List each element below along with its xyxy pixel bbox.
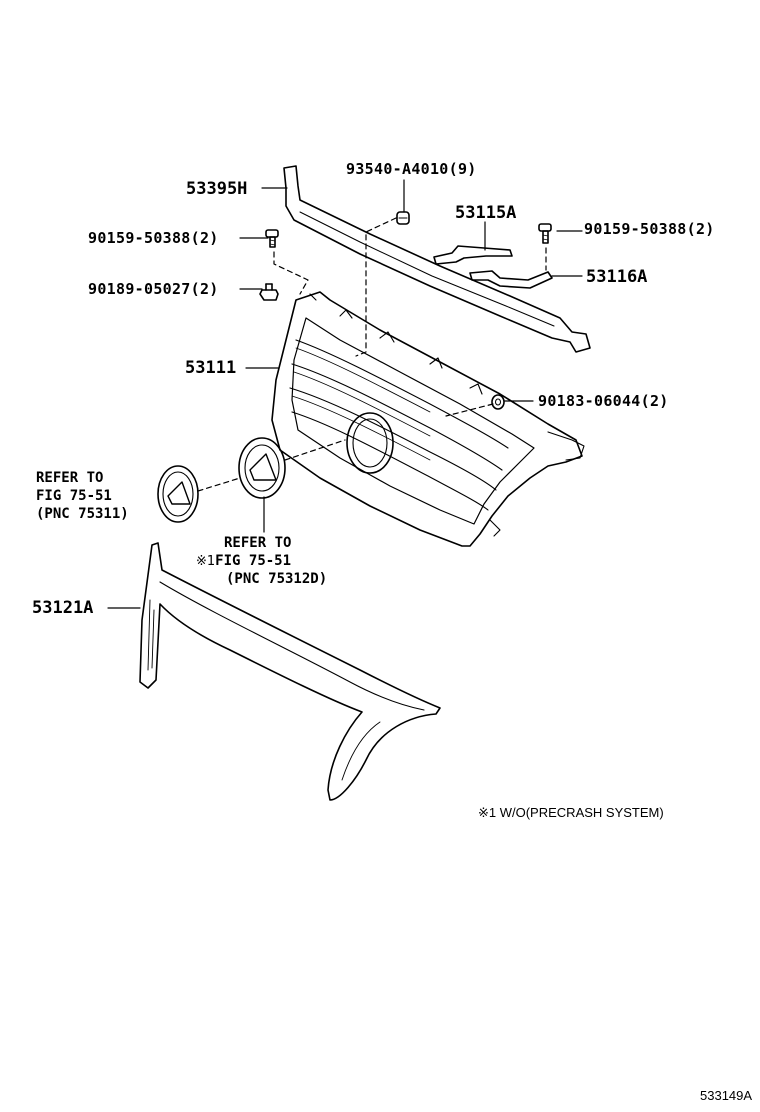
label-53115a: 53115A bbox=[455, 203, 517, 223]
nut-90183 bbox=[491, 394, 505, 410]
label-53121a: 53121A bbox=[32, 598, 94, 618]
seal-strip-53395h bbox=[283, 165, 591, 353]
molding-53121a bbox=[139, 542, 441, 801]
footnote-precrash: ※1 W/O(PRECRASH SYSTEM) bbox=[478, 805, 664, 820]
emblem-right bbox=[238, 437, 286, 499]
refer-right-line1: REFER TO bbox=[224, 535, 292, 551]
screw-90159-left bbox=[265, 229, 279, 248]
bracket-53116a bbox=[469, 270, 553, 289]
leader-lines bbox=[107, 179, 583, 609]
label-90159-right: 90159-50388(2) bbox=[584, 220, 715, 238]
refer-right-line3: (PNC 75312D) bbox=[226, 571, 328, 587]
dashed-assembly-lines bbox=[197, 217, 547, 492]
diagram-id: 533149A bbox=[700, 1088, 753, 1103]
label-90189: 90189-05027(2) bbox=[88, 280, 219, 298]
refer-left-line1: REFER TO bbox=[36, 470, 104, 486]
refer-left-line2: FIG 75-51 bbox=[36, 488, 112, 504]
label-53395h: 53395H bbox=[186, 179, 248, 199]
refer-left-line3: (PNC 75311) bbox=[36, 506, 129, 522]
screw-90159-right bbox=[538, 223, 552, 244]
refer-right-mark: ※1 bbox=[196, 554, 216, 569]
label-93540: 93540-A4010(9) bbox=[346, 160, 477, 178]
label-90159-left: 90159-50388(2) bbox=[88, 229, 219, 247]
label-90183: 90183-06044(2) bbox=[538, 392, 669, 410]
radiator-grille-53111 bbox=[271, 291, 585, 547]
refer-right-fig: FIG 75-51 bbox=[215, 553, 292, 569]
emblem-left bbox=[157, 465, 199, 523]
bracket-53115a bbox=[433, 245, 513, 265]
clip-90189 bbox=[259, 283, 279, 301]
clip-93540 bbox=[396, 211, 410, 225]
label-53111: 53111 bbox=[185, 358, 237, 378]
refer-right-line2: ※1FIG 75-51 bbox=[196, 554, 291, 568]
label-53116a: 53116A bbox=[586, 267, 648, 287]
